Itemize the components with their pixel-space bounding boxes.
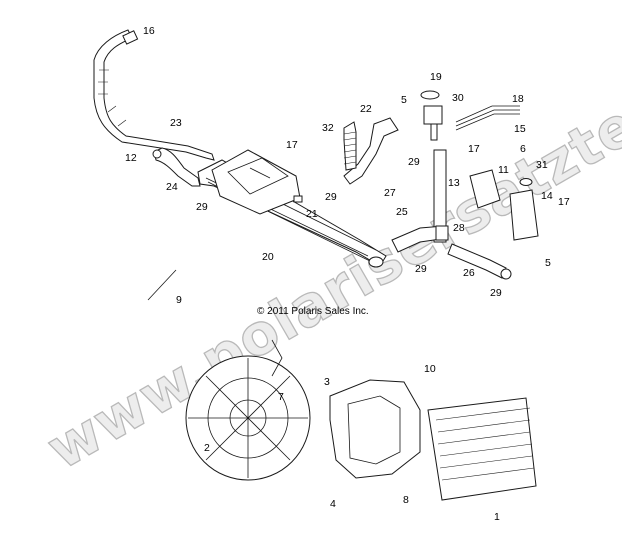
callout-5b: 5	[545, 257, 551, 269]
callout-14: 14	[541, 190, 553, 202]
callout-17c: 17	[558, 196, 570, 208]
callout-25: 25	[396, 206, 408, 218]
callout-8: 8	[403, 494, 409, 506]
callout-9: 9	[176, 294, 182, 306]
callout-17a: 17	[286, 139, 298, 151]
callout-23: 23	[170, 117, 182, 129]
tie-9	[147, 269, 177, 301]
hose-25-28	[391, 225, 449, 253]
callout-21: 21	[306, 208, 318, 220]
callout-3: 3	[324, 376, 330, 388]
radiator-1	[427, 397, 537, 501]
callout-7: 7	[278, 391, 284, 403]
callout-4: 4	[330, 498, 336, 510]
callout-32: 32	[322, 122, 334, 134]
callout-10: 10	[424, 363, 436, 375]
callout-13: 13	[448, 177, 460, 189]
callout-15: 15	[514, 123, 526, 135]
bracket-13	[469, 169, 501, 209]
reservoir-14	[509, 178, 539, 241]
fill-neck-19-30	[420, 90, 447, 243]
hose-26	[447, 243, 512, 280]
callout-31: 31	[536, 159, 548, 171]
callout-26: 26	[463, 267, 475, 279]
fan-2	[185, 339, 311, 481]
callout-2: 2	[204, 442, 210, 454]
callout-12: 12	[125, 152, 137, 164]
lines-18-15	[455, 105, 520, 131]
callout-17b: 17	[468, 143, 480, 155]
callout-29c: 29	[408, 156, 420, 168]
callout-18: 18	[512, 93, 524, 105]
callout-29a: 29	[196, 201, 208, 213]
callout-29b: 29	[325, 191, 337, 203]
hose-16-23	[93, 29, 215, 161]
callout-11: 11	[498, 164, 509, 176]
callout-1: 1	[494, 511, 500, 523]
callout-28: 28	[453, 222, 465, 234]
callout-29d: 29	[415, 263, 427, 275]
callout-5a: 5	[401, 94, 407, 106]
callout-29e: 29	[490, 287, 502, 299]
callout-27: 27	[384, 187, 396, 199]
callout-22: 22	[360, 103, 372, 115]
callout-20: 20	[262, 251, 274, 263]
callout-30: 30	[452, 92, 464, 104]
shroud-4	[329, 379, 421, 479]
callout-16: 16	[143, 25, 155, 37]
hose-22-32	[343, 117, 399, 185]
copyright-notice: © 2011 Polaris Sales Inc.	[257, 306, 369, 317]
bracket-21	[211, 149, 303, 215]
callout-19: 19	[430, 71, 442, 83]
hose-12-24	[152, 147, 201, 187]
callout-6: 6	[520, 143, 526, 155]
callout-24: 24	[166, 181, 178, 193]
